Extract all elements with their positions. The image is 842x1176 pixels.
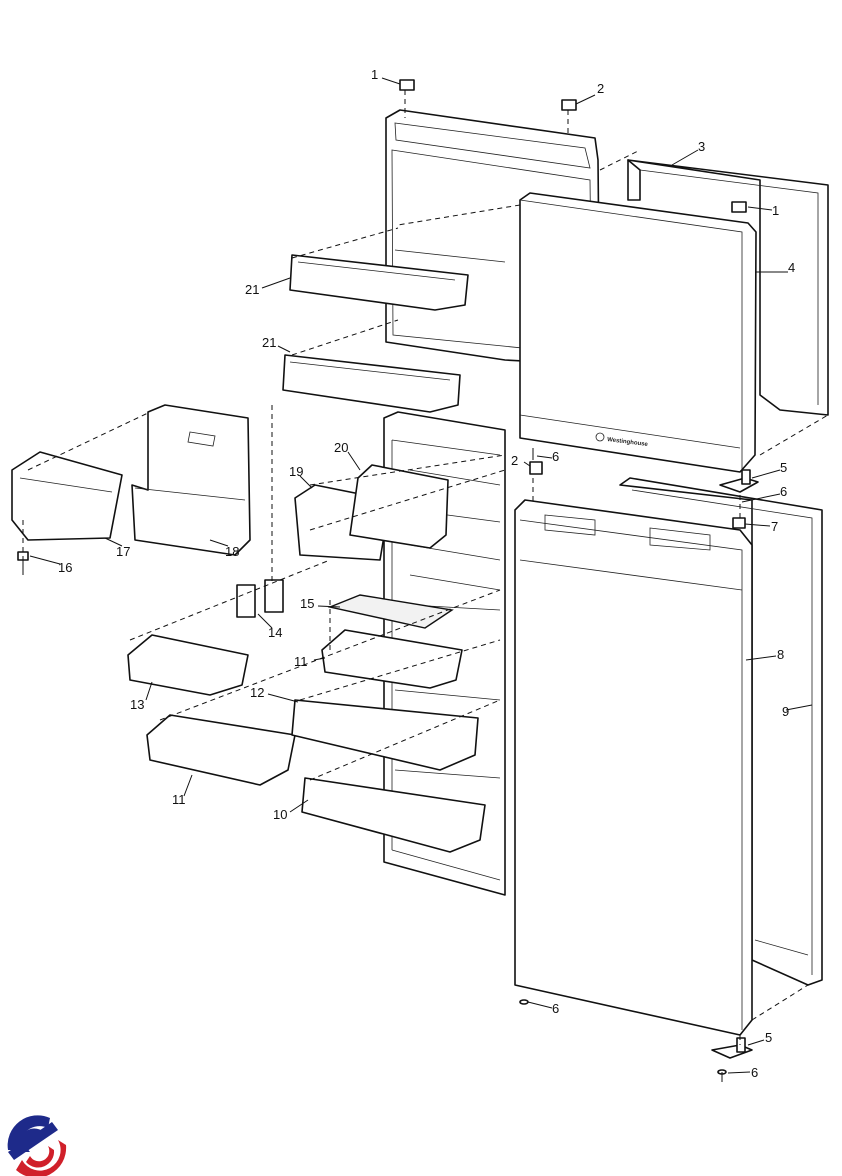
- part-label: 12: [250, 685, 264, 700]
- part-label: 6: [751, 1065, 758, 1080]
- part-label: 20: [334, 440, 348, 455]
- bushing-7: [732, 517, 746, 529]
- freezer-door-gasket: [627, 159, 829, 416]
- part-label: 10: [273, 807, 287, 822]
- fridge-door: [514, 499, 753, 1036]
- part-label: 13: [130, 697, 144, 712]
- bin-20: [349, 464, 449, 549]
- part-label: 1: [772, 203, 779, 218]
- screw-6-bottom: [519, 999, 529, 1005]
- part-label: 21: [245, 282, 259, 297]
- assembly-lines: [22, 90, 829, 1045]
- hinge-pin-2-mid: [529, 461, 543, 475]
- part-label: 5: [780, 460, 787, 475]
- leader-lines: [29, 77, 813, 1074]
- part-label: 6: [780, 484, 787, 499]
- hinge-5-bottom: [711, 1037, 753, 1059]
- part-label: 11: [172, 792, 186, 807]
- crisper-11-lower: [146, 714, 296, 786]
- part-label: 16: [58, 560, 72, 575]
- part-label: 4: [788, 260, 795, 275]
- part-label: 14: [268, 625, 282, 640]
- screw-16: [17, 551, 29, 575]
- brand-logo-text: Westinghouse: [607, 437, 649, 448]
- clip-14: [236, 579, 284, 618]
- part-label: 5: [765, 1030, 772, 1045]
- hinge-pin-1-top: [399, 79, 415, 91]
- part-label: 11: [294, 654, 308, 669]
- crisper-13: [127, 634, 249, 696]
- door-shelf-10: [301, 777, 486, 853]
- part-label: 18: [225, 544, 239, 559]
- part-label: 15: [300, 596, 314, 611]
- bin-18: [131, 404, 251, 556]
- hinge-pin-2-top: [561, 99, 577, 111]
- part-label: 7: [771, 519, 778, 534]
- part-label: 8: [777, 647, 784, 662]
- part-label: 21: [262, 335, 276, 350]
- part-label: 2: [511, 453, 518, 468]
- bin-17: [11, 451, 123, 541]
- door-shelf-21-lower: [282, 354, 461, 413]
- part-label: 6: [552, 449, 559, 464]
- part-label: 19: [289, 464, 303, 479]
- part-label: 17: [116, 544, 130, 559]
- hinge-5-mid: [719, 469, 759, 493]
- part-label: 3: [698, 139, 705, 154]
- freezer-door: Westinghouse: [519, 192, 757, 473]
- part-label: 1: [371, 67, 378, 82]
- door-shelf-21-upper: [289, 254, 469, 311]
- part-label: 6: [552, 1001, 559, 1016]
- part-label: 9: [782, 704, 789, 719]
- door-shelf-12: [291, 699, 479, 771]
- part-label: 2: [597, 81, 604, 96]
- company-logo: [7, 1115, 67, 1176]
- part-labels: 1 2 3 1 4 21 21 20 2 6 5 6 7 19 17 18 16…: [58, 67, 795, 1080]
- hinge-pin-1-door: [731, 201, 747, 213]
- screw-6-foot: [717, 1069, 727, 1082]
